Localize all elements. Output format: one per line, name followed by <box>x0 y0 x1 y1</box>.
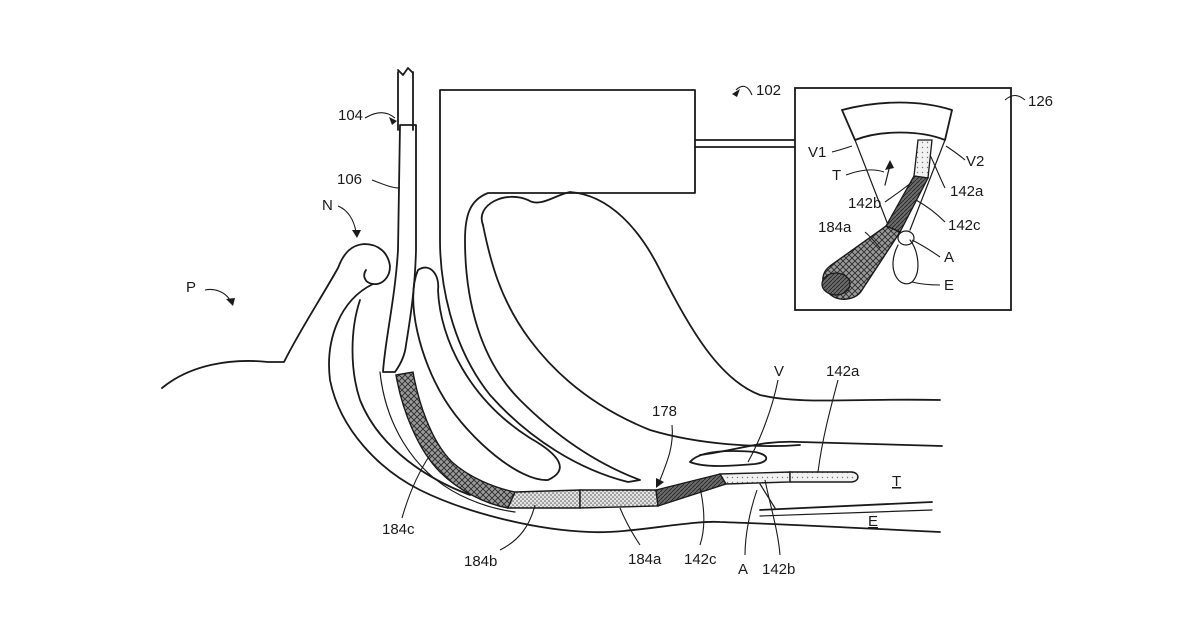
scope-shaft <box>398 72 413 130</box>
lead-n <box>338 206 356 232</box>
label-p: P <box>186 279 196 296</box>
label-142a: 142a <box>826 363 860 380</box>
inset-label-t: T <box>832 167 841 184</box>
lead-p-arrowhead <box>226 298 235 306</box>
scope-body <box>383 125 416 372</box>
label-184a: 184a <box>628 551 662 568</box>
vocal-fold <box>690 451 766 466</box>
lead-104-arrowhead <box>389 117 397 125</box>
sheath-184b <box>508 490 580 508</box>
lead-142b <box>765 480 780 555</box>
label-n: N <box>322 197 333 214</box>
label-184c: 184c <box>382 521 415 538</box>
esophagus-wall <box>760 510 932 516</box>
lead-184c <box>402 455 430 518</box>
lead-106 <box>372 180 400 188</box>
label-102: 102 <box>756 82 781 99</box>
label-t: T <box>892 473 901 490</box>
lead-104 <box>365 113 395 118</box>
inset-cylinder-end <box>822 273 850 295</box>
sheath-184a <box>580 490 658 508</box>
inset-label-184a: 184a <box>818 219 852 236</box>
lead-142a <box>818 380 838 472</box>
label-a: A <box>738 561 748 578</box>
label-178: 178 <box>652 403 677 420</box>
label-142c: 142c <box>684 551 717 568</box>
lead-184a <box>620 508 640 545</box>
lead-184b <box>500 505 535 550</box>
lead-n-arrowhead <box>352 230 361 238</box>
device-body <box>440 90 795 482</box>
inset-label-a: A <box>944 249 954 266</box>
lead-p <box>205 289 230 300</box>
tube-142b <box>720 472 790 484</box>
label-v: V <box>774 363 784 380</box>
label-142b: 142b <box>762 561 795 578</box>
tube-142a <box>790 472 858 482</box>
label-106: 106 <box>337 171 362 188</box>
inset-label-v2: V2 <box>966 153 984 170</box>
device-housing <box>440 90 695 482</box>
inset-label-142b: 142b <box>848 195 881 212</box>
label-184b: 184b <box>464 553 497 570</box>
lead-142c <box>700 488 704 545</box>
trachea-lower-wall <box>760 502 932 510</box>
tongue-inner <box>483 225 800 446</box>
label-126: 126 <box>1028 93 1053 110</box>
label-e: E <box>868 513 878 530</box>
scope-tip-break <box>398 68 413 75</box>
inset-label-142a: 142a <box>950 183 984 200</box>
tube-142c <box>656 474 726 506</box>
inset-label-v1: V1 <box>808 144 826 161</box>
label-104: 104 <box>338 107 363 124</box>
inset-label-e: E <box>944 277 954 294</box>
lead-102-arrowhead <box>732 89 740 97</box>
device-connector <box>695 140 795 147</box>
inset-label-142c: 142c <box>948 217 981 234</box>
arytenoid-leg <box>760 484 775 508</box>
